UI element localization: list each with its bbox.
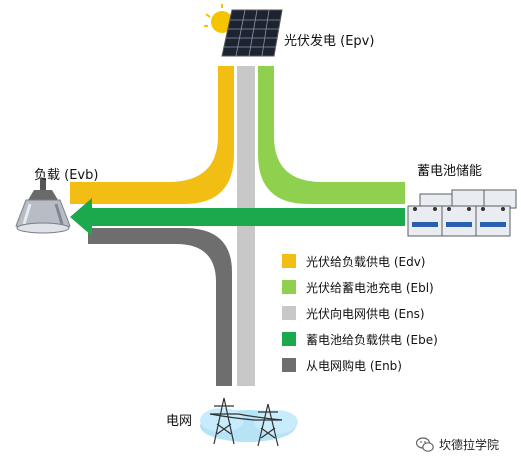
legend-item: 从电网购电 (Enb) — [282, 352, 438, 378]
legend-item: 光伏给蓄电池充电 (Ebl) — [282, 274, 438, 300]
watermark-text: 坎德拉学院 — [439, 438, 500, 452]
legend-label: 从电网购电 (Enb) — [306, 358, 402, 373]
legend-swatch — [282, 358, 296, 372]
legend: 光伏给负载供电 (Edv) 光伏给蓄电池充电 (Ebl) 光伏向电网供电 (En… — [282, 248, 438, 378]
pv-label: 光伏发电 (Epv) — [284, 34, 375, 49]
legend-item: 蓄电池给负载供电 (Ebe) — [282, 326, 438, 352]
lamp-icon — [15, 178, 71, 234]
battery-bank-icon — [407, 189, 517, 237]
grid-label: 电网 — [166, 414, 193, 429]
load-label: 负载 (Evb) — [34, 168, 99, 183]
legend-swatch — [282, 280, 296, 294]
legend-label: 光伏向电网供电 (Ens) — [306, 306, 425, 321]
legend-swatch — [282, 254, 296, 268]
legend-item: 光伏向电网供电 (Ens) — [282, 300, 438, 326]
legend-swatch — [282, 332, 296, 346]
battery-label: 蓄电池储能 — [417, 164, 483, 179]
legend-label: 蓄电池给负载供电 (Ebe) — [306, 332, 438, 347]
power-tower-icon — [200, 397, 298, 447]
solar-panel-icon — [204, 4, 283, 57]
watermark: 坎德拉学院 — [416, 436, 499, 453]
flow-pv-to-battery — [258, 66, 405, 204]
legend-label: 光伏给蓄电池充电 (Ebl) — [306, 280, 434, 295]
flow-pv-to-load — [70, 66, 234, 204]
legend-label: 光伏给负载供电 (Edv) — [306, 254, 426, 269]
legend-swatch — [282, 306, 296, 320]
wechat-icon — [416, 436, 434, 452]
flow-grid-to-load — [88, 228, 232, 386]
flow-battery-to-load — [70, 198, 405, 236]
legend-item: 光伏给负载供电 (Edv) — [282, 248, 438, 274]
